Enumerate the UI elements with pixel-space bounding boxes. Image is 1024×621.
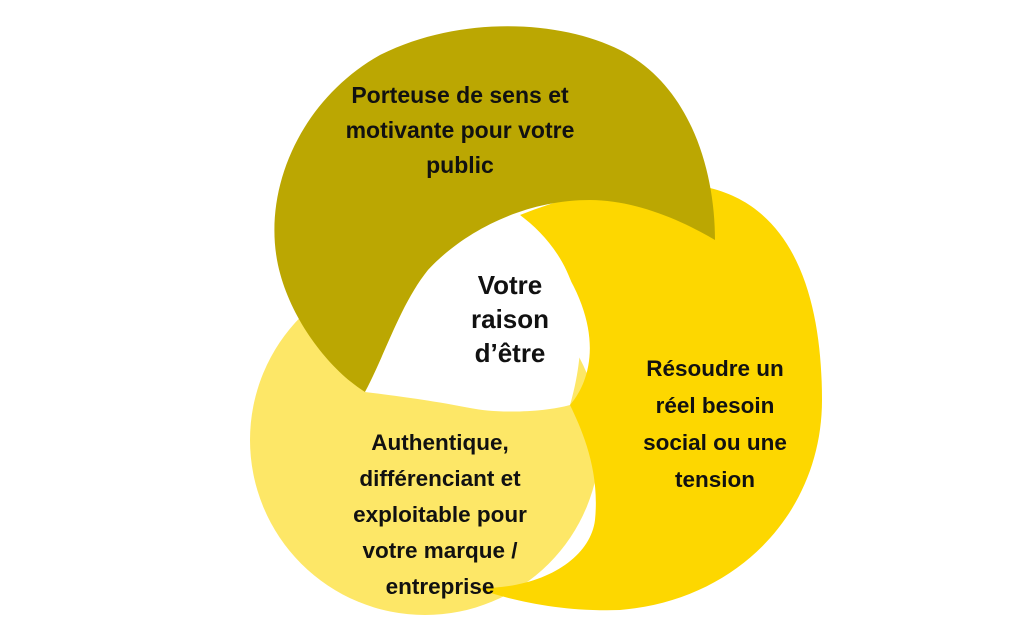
center-label: Votre raison d’être	[470, 270, 550, 368]
right-label: Résoudre un réel besoin social ou une te…	[643, 356, 787, 492]
left-label: Authentique, différenciant et exploitabl…	[353, 430, 527, 599]
top-label: Porteuse de sens et motivante pour votre…	[345, 82, 575, 178]
top-crescent	[274, 26, 715, 392]
right-crescent	[475, 184, 822, 611]
center-hole	[365, 214, 581, 412]
